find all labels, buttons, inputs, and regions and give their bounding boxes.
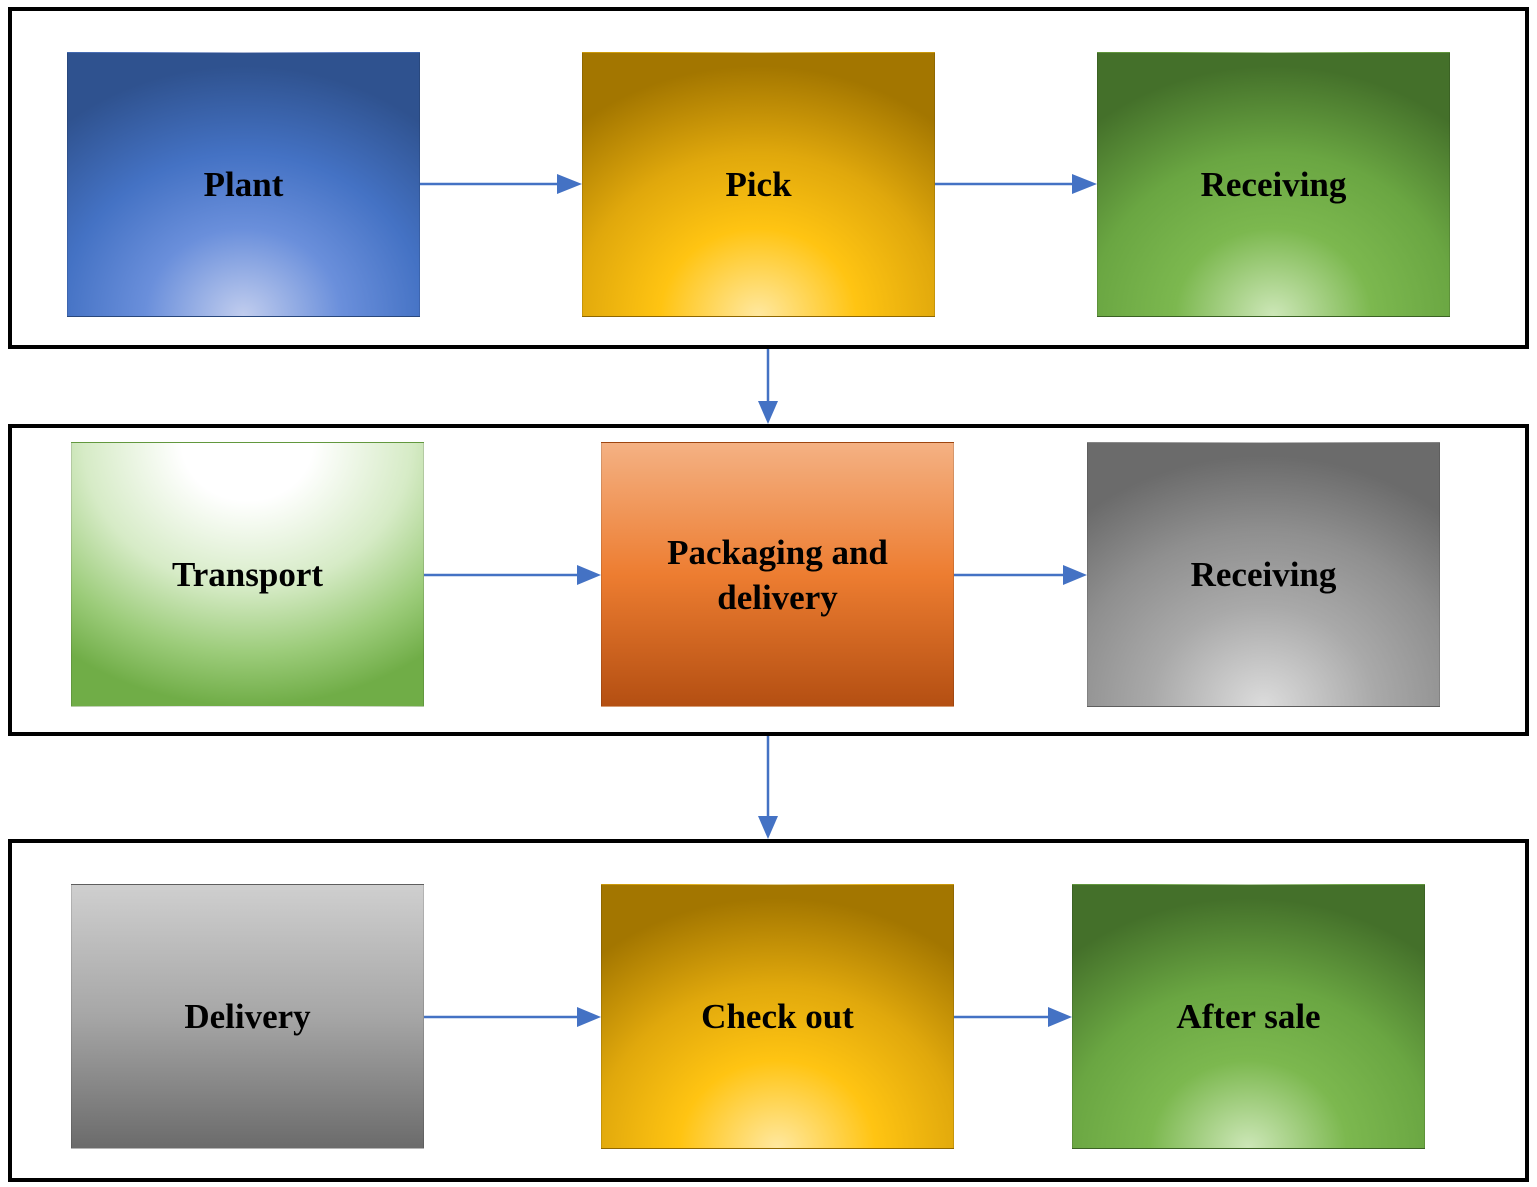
node-packaging-and-delivery-label: Packaging and delivery [667,532,888,617]
node-pick: Pick [582,52,935,317]
node-transport: Transport [71,442,424,707]
node-packaging-and-delivery: Packaging and delivery [601,442,954,707]
node-receiving-1: Receiving [1097,52,1450,317]
node-plant-label: Plant [203,165,284,204]
node-pick-label: Pick [725,165,792,204]
node-plant: Plant [67,52,420,317]
arrowhead-stage2-to-stage3 [758,816,778,839]
node-after-sale-label: After sale [1176,997,1321,1036]
node-delivery-label: Delivery [184,997,311,1036]
node-after-sale: After sale [1072,884,1425,1149]
node-delivery: Delivery [71,884,424,1149]
node-transport-label: Transport [171,555,324,594]
node-receiving-2: Receiving [1087,442,1440,707]
node-receiving-1-label: Receiving [1200,165,1347,204]
node-check-out-label: Check out [701,997,854,1036]
node-check-out: Check out [601,884,954,1149]
arrowhead-stage1-to-stage2 [758,401,778,424]
node-receiving-2-label: Receiving [1190,555,1337,594]
